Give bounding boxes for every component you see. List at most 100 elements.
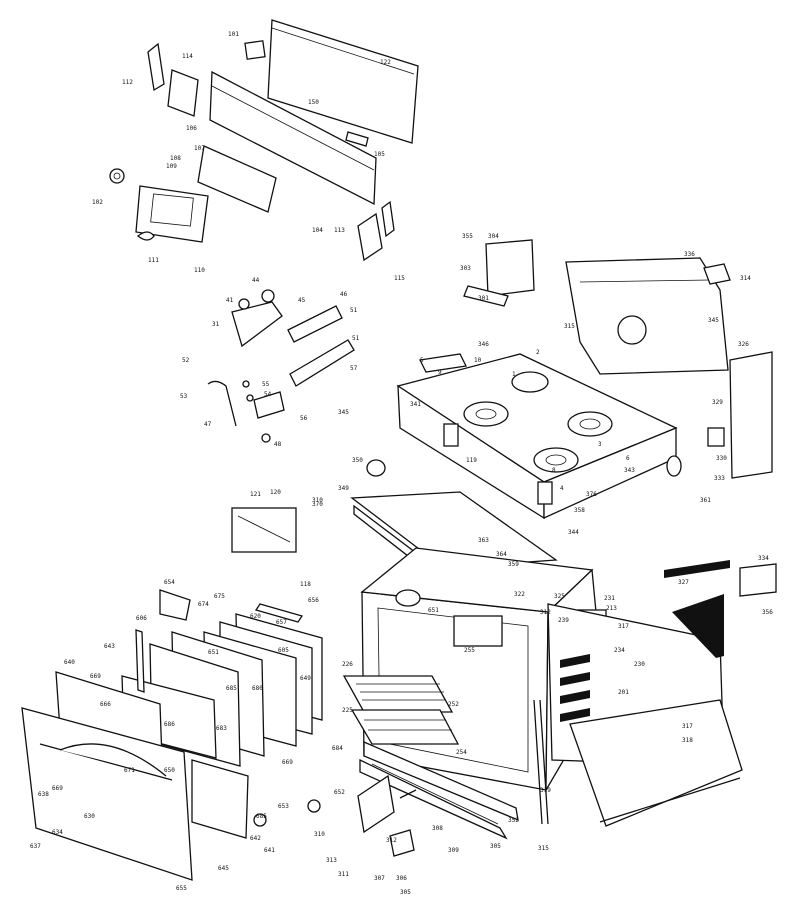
callout-label: 51 xyxy=(352,335,360,342)
callout-label: 111 xyxy=(148,257,159,264)
callout-label: 685 xyxy=(226,685,237,692)
callout-label: 252 xyxy=(448,701,459,708)
callout-label: 110 xyxy=(194,267,205,274)
callout-label: 330 xyxy=(716,455,727,462)
callout-label: 51 xyxy=(350,307,358,314)
callout-label: 56 xyxy=(300,415,308,422)
callout-label: 336 xyxy=(684,251,695,258)
callout-label: 114 xyxy=(182,53,193,60)
callout-label: 254 xyxy=(456,749,467,756)
callout-label: 319 xyxy=(540,787,551,794)
callout-label: 680 xyxy=(252,685,263,692)
callout-label: 334 xyxy=(758,555,769,562)
callout-label: 230 xyxy=(634,661,645,668)
bottom-burner-parts xyxy=(357,699,549,857)
callout-label: 655 xyxy=(176,885,187,892)
callout-label: 121 xyxy=(250,491,261,498)
callout-label: 234 xyxy=(614,647,625,654)
callout-label: 341 xyxy=(410,401,421,408)
callout-label: 327 xyxy=(678,579,689,586)
callout-label: 310 xyxy=(314,831,325,838)
callout-label: 53 xyxy=(180,393,188,400)
callout-label: 317 xyxy=(618,623,629,630)
callout-label: 309 xyxy=(448,847,459,854)
callout-label: 310 xyxy=(312,497,323,504)
callout-label: 225 xyxy=(342,707,353,714)
callout-label: 5 xyxy=(420,357,424,364)
callout-label: 325 xyxy=(554,593,565,600)
callout-label: 634 xyxy=(52,829,63,836)
callout-label: 118 xyxy=(300,581,311,588)
callout-label: 102 xyxy=(92,199,103,206)
callout-label: 31 xyxy=(212,321,220,328)
callout-label: 45 xyxy=(298,297,306,304)
callout-label: 352 xyxy=(508,817,519,824)
callout-label: 9 xyxy=(438,369,442,376)
callout-label: 376 xyxy=(586,491,597,498)
callout-label: 6 xyxy=(626,455,630,462)
callout-label: 638 xyxy=(38,791,49,798)
callout-label: 52 xyxy=(182,357,190,364)
callout-label: 640 xyxy=(64,659,75,666)
callout-label: 312 xyxy=(540,609,551,616)
callout-label: 669 xyxy=(52,785,63,792)
callout-label: 311 xyxy=(338,871,349,878)
callout-label: 645 xyxy=(218,865,229,872)
callout-label: 3 xyxy=(598,441,602,448)
callout-label: 344 xyxy=(568,529,579,536)
callout-label: 359 xyxy=(508,561,519,568)
callout-label: 303 xyxy=(460,265,471,272)
callout-label: 675 xyxy=(214,593,225,600)
callout-label: 370 xyxy=(312,501,323,508)
callout-label: 671 xyxy=(124,767,135,774)
callout-label: 656 xyxy=(308,597,319,604)
oven-door-assembly xyxy=(21,507,323,881)
callout-label: 669 xyxy=(282,759,293,766)
callout-label: 345 xyxy=(338,409,349,416)
callout-label: 308 xyxy=(432,825,443,832)
callout-label: 107 xyxy=(194,145,205,152)
callout-label: 41 xyxy=(226,297,234,304)
callout-label: 113 xyxy=(334,227,345,234)
callout-label: 317 xyxy=(682,723,693,730)
callout-label: 46 xyxy=(340,291,348,298)
callout-label: 345 xyxy=(708,317,719,324)
callout-label: 349 xyxy=(338,485,349,492)
callout-label: 315 xyxy=(538,845,549,852)
callout-label: 343 xyxy=(624,467,635,474)
callout-label: 346 xyxy=(478,341,489,348)
callout-label: 226 xyxy=(342,661,353,668)
callout-label: 322 xyxy=(514,591,525,598)
callout-label: 109 xyxy=(166,163,177,170)
callout-label: 329 xyxy=(712,399,723,406)
callout-label: 47 xyxy=(204,421,212,428)
callout-label: 685 xyxy=(256,813,267,820)
callout-label: 101 xyxy=(228,31,239,38)
callout-label: 231 xyxy=(604,595,615,602)
callout-label: 683 xyxy=(216,725,227,732)
callout-label: 106 xyxy=(186,125,197,132)
callout-label: 57 xyxy=(350,365,358,372)
callout-label: 255 xyxy=(464,647,475,654)
bottom-drawer-frame xyxy=(359,699,743,840)
callout-label: 48 xyxy=(274,441,282,448)
callout-label: 358 xyxy=(574,507,585,514)
callout-label: 657 xyxy=(276,619,287,626)
callout-label: 312 xyxy=(386,837,397,844)
callout-label: 304 xyxy=(488,233,499,240)
callout-label: 314 xyxy=(740,275,751,282)
callout-labels: 101 122 114 112 150 106 105 107 108 102 … xyxy=(30,31,773,896)
callout-label: 120 xyxy=(270,489,281,496)
callout-label: 201 xyxy=(618,689,629,696)
callout-label: 651 xyxy=(208,649,219,656)
callout-label: 119 xyxy=(466,457,477,464)
callout-label: 54 xyxy=(264,391,272,398)
callout-label: 652 xyxy=(334,789,345,796)
callout-label: 104 xyxy=(312,227,323,234)
callout-label: 653 xyxy=(278,803,289,810)
callout-label: 2 xyxy=(536,349,540,356)
callout-label: 150 xyxy=(308,99,319,106)
callout-label: 355 xyxy=(462,233,473,240)
cooktop-assembly xyxy=(350,353,682,586)
